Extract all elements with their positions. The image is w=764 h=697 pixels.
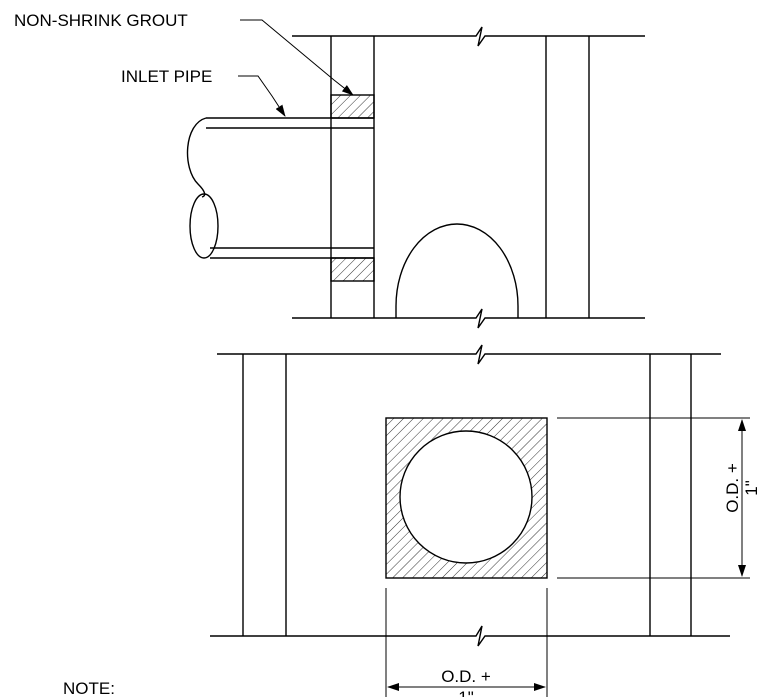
bottom-break-line [292,308,645,329]
vertical-dimension: O.D. + 1" [723,419,761,577]
channel-arc [395,223,519,318]
inlet-pipe-label: INLET PIPE [121,67,212,86]
horizontal-dimension: O.D. + 1" [387,667,546,697]
grout-label: NON-SHRINK GROUT [14,11,188,30]
horizontal-dim-text-1: O.D. + [441,667,491,686]
note-heading: NOTE: [63,679,115,697]
plan-top-break-line [217,344,721,365]
horizontal-dim-text-2: 1" [458,688,474,697]
elevation-view [186,26,645,329]
plan-view [210,344,750,697]
grout-block-top [330,94,375,119]
top-break-line [292,26,645,47]
inlet-pipe [186,117,374,259]
plan-bottom-break-line [210,625,730,647]
inlet-pipe-callout: INLET PIPE [121,67,286,117]
pipe-opening-circle [399,430,533,564]
vertical-dim-text-1: O.D. + [723,463,742,513]
vertical-dim-text-2: 1" [742,480,761,496]
grout-block-bottom [330,257,375,282]
grout-callout: NON-SHRINK GROUT [14,11,354,96]
